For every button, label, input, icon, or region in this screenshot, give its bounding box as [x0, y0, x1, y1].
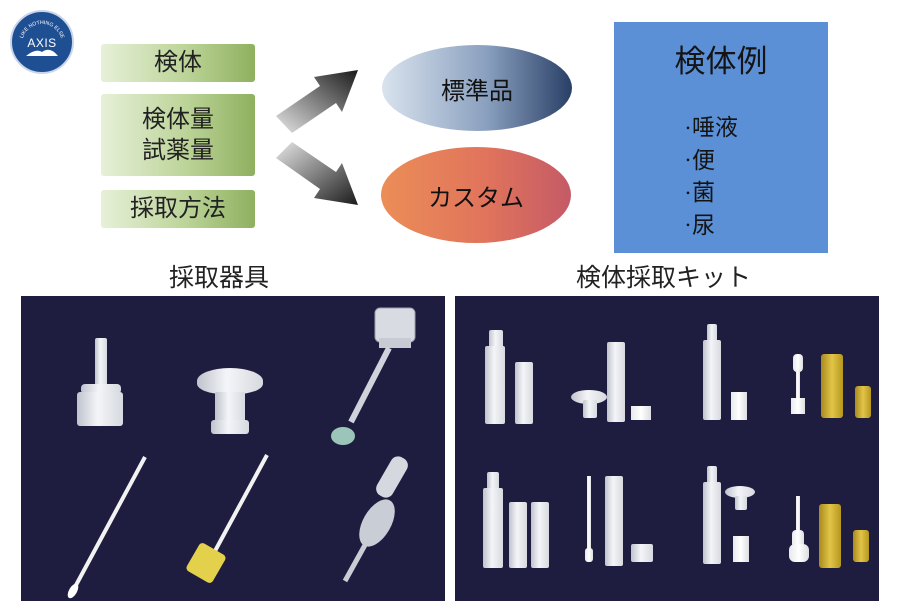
sponge-swab-image [186, 454, 269, 583]
kits-photo [455, 296, 879, 601]
section-label-kits: 検体採取キット [576, 263, 752, 292]
logo-name: AXIS [27, 36, 57, 50]
list-item: ･唾液 [684, 115, 738, 141]
arrow-up-right-icon [276, 70, 358, 133]
pipette-image [342, 456, 408, 583]
input-box-specimen: 検体 [101, 44, 255, 82]
axis-logo: LIKE NOTHING ELSE AXIS [10, 10, 74, 74]
tools-photo [21, 296, 445, 601]
standard-product-ellipse: 標準品 [382, 45, 572, 131]
spoon-collector-image [331, 307, 416, 445]
standard-label: 標準品 [441, 76, 513, 105]
logo-mountain-icon [26, 49, 58, 56]
sample-examples-box: 検体例 ･唾液 ･便 ･菌 ･尿 [614, 22, 828, 253]
section-label-tools: 採取器具 [169, 263, 270, 292]
list-item: ･菌 [684, 180, 715, 206]
input-label: 検体 [154, 48, 202, 77]
list-item: ･尿 [684, 212, 715, 239]
sample-title: 検体例 [674, 44, 768, 80]
arrows-graphic [276, 70, 358, 205]
input-label: 採取方法 [130, 194, 226, 223]
sample-list: ･唾液 ･便 ･菌 ･尿 [684, 112, 738, 242]
input-label: 検体量 試薬量 [142, 104, 214, 164]
input-box-quantity: 検体量 試薬量 [101, 94, 255, 176]
logo-arc-text: LIKE NOTHING ELSE [19, 20, 65, 40]
custom-label: カスタム [428, 183, 524, 212]
arrow-down-right-icon [276, 142, 358, 205]
input-box-method: 採取方法 [101, 190, 255, 228]
custom-product-ellipse: カスタム [381, 147, 571, 243]
swab-image [67, 456, 147, 599]
list-item: ･便 [684, 147, 715, 174]
